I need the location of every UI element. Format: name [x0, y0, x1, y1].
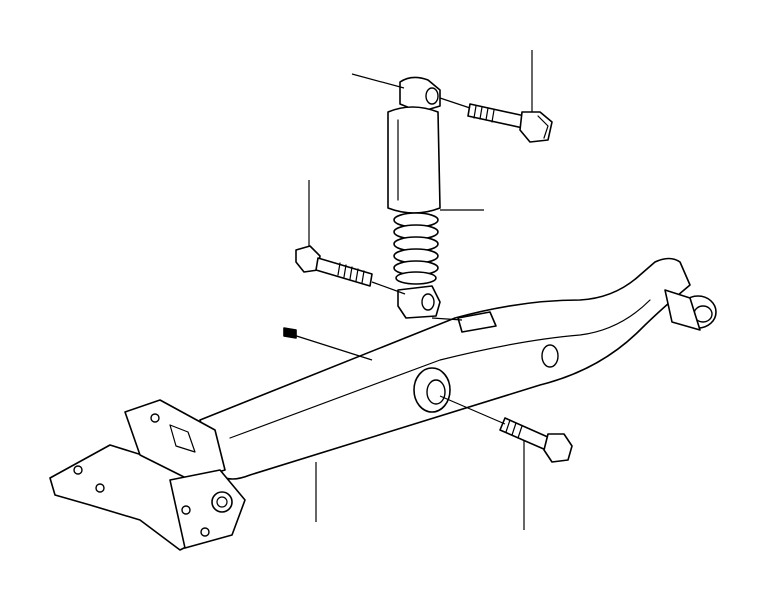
leader-beam-marker	[283, 327, 297, 339]
shock-upper-body	[387, 106, 441, 214]
axle-beam	[199, 257, 717, 480]
bracket-slot	[169, 424, 196, 453]
shock-to-beam-axis	[431, 317, 463, 321]
bracket-pivot-nut-inner	[216, 496, 228, 508]
lower-bolt-thread	[337, 262, 365, 284]
upper-bolt-axis	[439, 97, 471, 109]
lower-mount-bolt	[295, 245, 373, 287]
assembly-lines	[371, 97, 506, 425]
bracket-side-plate	[169, 469, 246, 549]
upper-mount-bolt	[467, 103, 553, 143]
shock-lower-eye-hole	[421, 293, 435, 311]
upper-bolt-head-edge	[537, 115, 549, 139]
lower-bolt-axis	[371, 281, 406, 295]
lower-bolt-shank	[315, 257, 373, 287]
bracket-hole-1	[73, 465, 83, 475]
upper-bolt-thread	[473, 105, 495, 123]
shock-lower-stud	[457, 311, 497, 333]
leader-shock-upper	[351, 73, 405, 89]
bracket-hole-3	[150, 413, 160, 423]
axle-beam-body	[199, 257, 691, 480]
callout-leaders	[283, 50, 533, 530]
bracket-hole-2	[95, 483, 105, 493]
beam-bolt-axis	[439, 395, 506, 425]
beam-hole	[541, 344, 559, 368]
bushing-collar-hole	[426, 379, 446, 405]
bracket-pivot-nut	[211, 491, 233, 513]
beam-bolt-head	[543, 433, 573, 463]
mounting-bracket	[49, 399, 246, 551]
axle-beam-edge	[229, 299, 651, 439]
upper-bolt-shank	[467, 103, 526, 129]
shock-bellows	[393, 212, 439, 285]
bracket-hole-4	[181, 505, 191, 515]
beam-bolt-thread	[505, 419, 523, 439]
bracket-base-plate	[49, 444, 201, 551]
upper-bolt-head	[519, 111, 553, 143]
leader-beam-bushing	[283, 331, 373, 361]
bracket-upper-block	[124, 399, 226, 481]
bracket-hole-5	[200, 527, 210, 537]
beam-bolt-shank	[499, 417, 551, 451]
axle-end-sleeve	[664, 289, 701, 331]
shock-absorber	[387, 76, 441, 319]
beam-mount-bolt	[499, 417, 573, 463]
shock-upper-eye-hole	[425, 87, 439, 105]
